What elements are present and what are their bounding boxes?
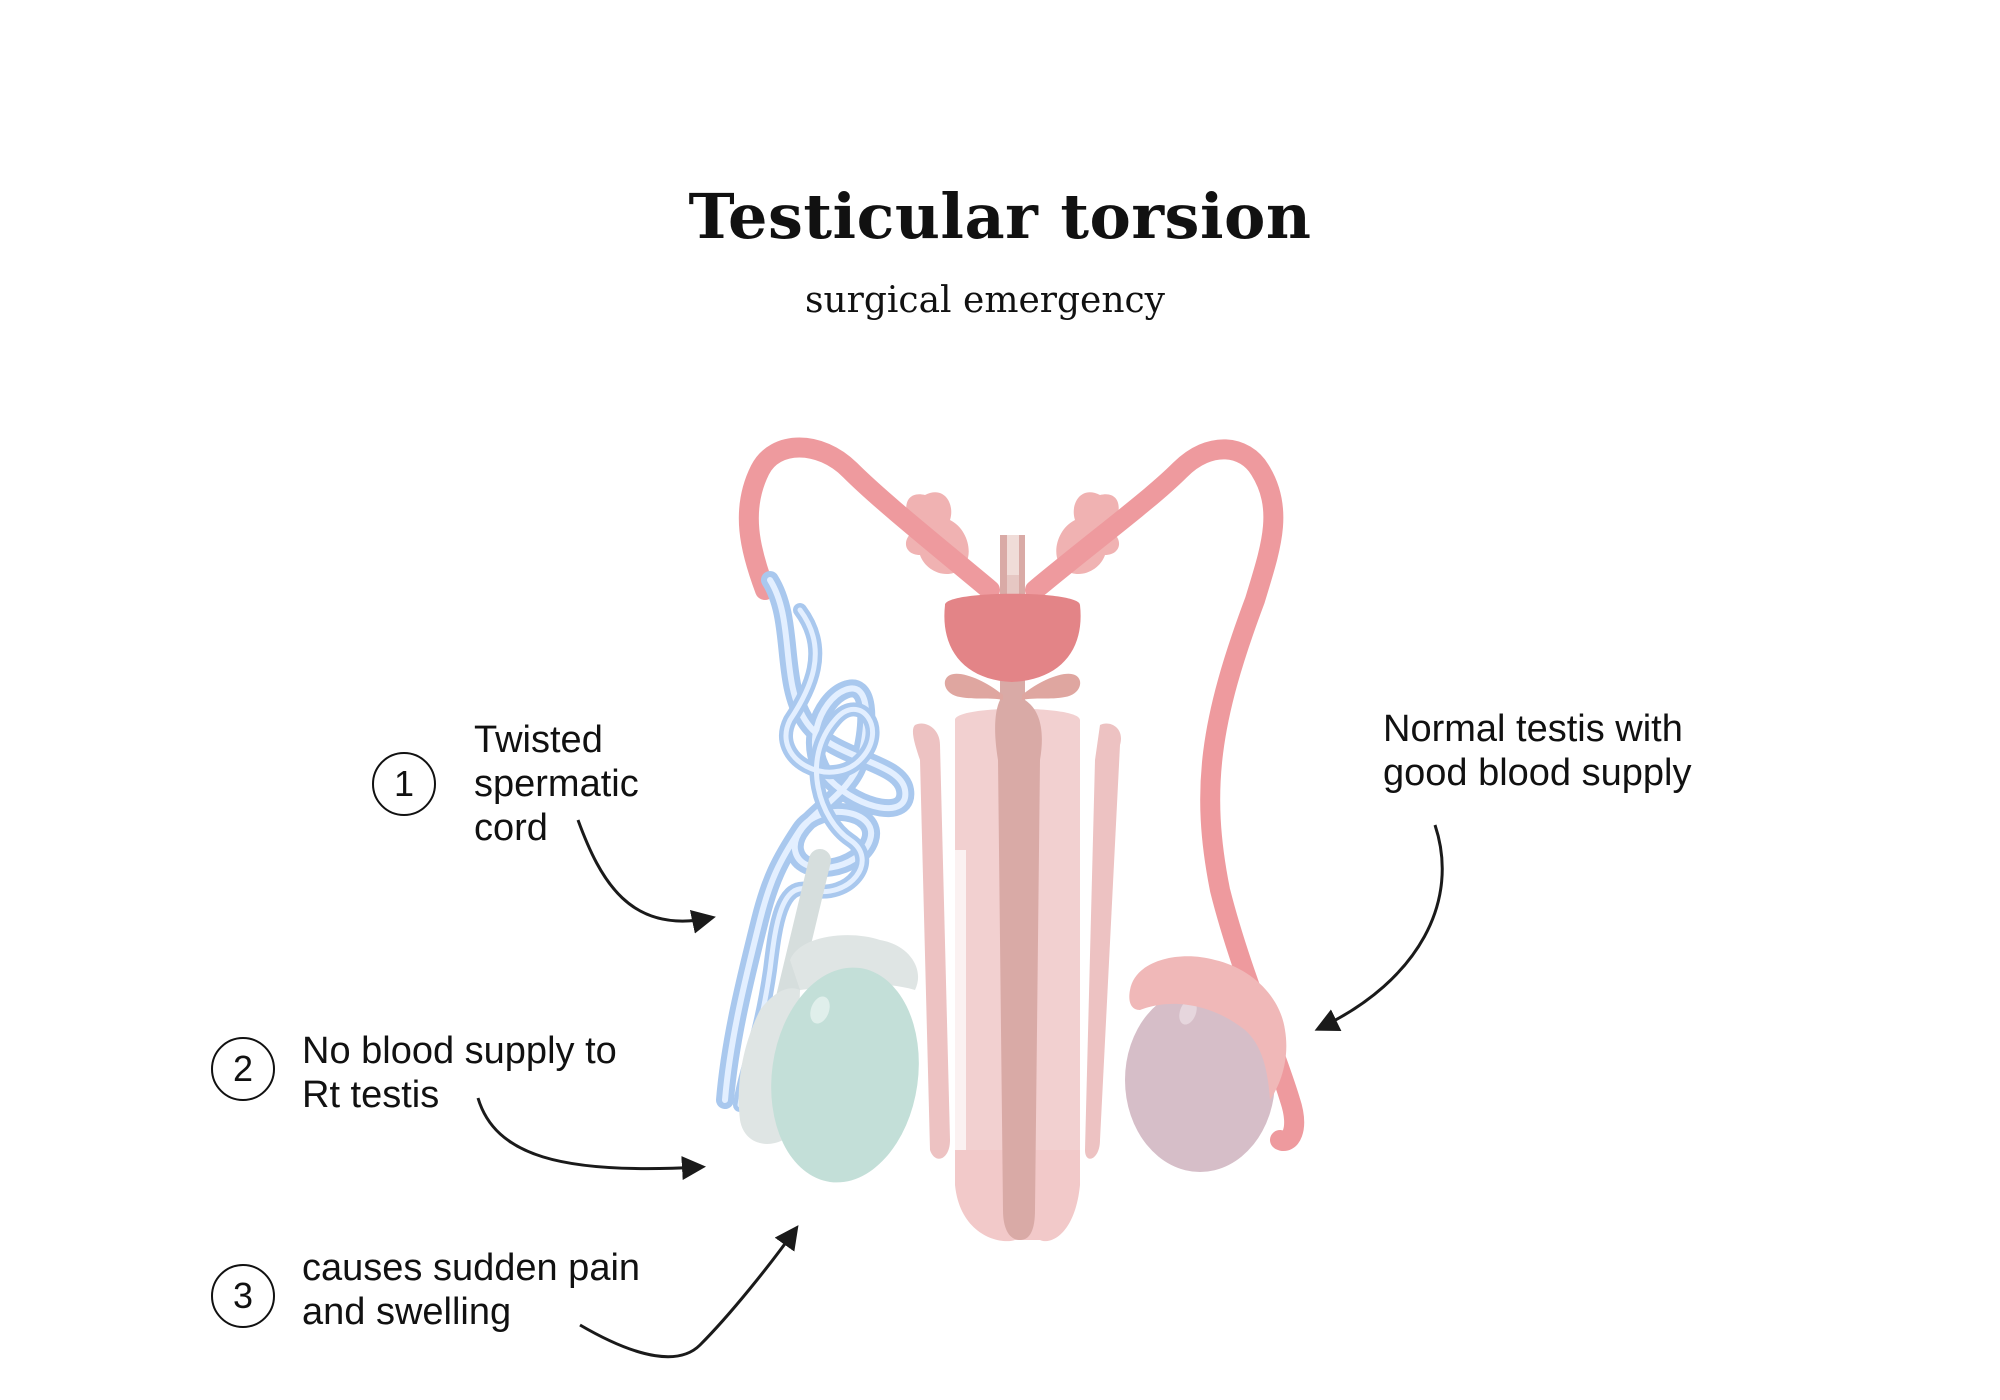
callout-line: and swelling bbox=[302, 1291, 512, 1333]
prostate bbox=[944, 593, 1081, 682]
normal-testis bbox=[1125, 956, 1287, 1172]
arrow-twisted-cord bbox=[576, 819, 716, 934]
arrow-no-blood-supply bbox=[476, 1097, 706, 1181]
callout-line: Normal testis with bbox=[1383, 708, 1683, 750]
bulbourethral-glands bbox=[944, 673, 1081, 700]
callout-line: causes sudden pain bbox=[302, 1247, 641, 1289]
arrow-sudden-pain bbox=[579, 1225, 799, 1359]
callout-line: No blood supply to bbox=[302, 1030, 617, 1072]
page-subtitle: surgical emergency bbox=[805, 280, 1165, 321]
torsed-testis bbox=[738, 935, 919, 1183]
arrow-icon bbox=[476, 819, 1444, 1359]
callout-label-sudden-pain: causes sudden pain and swelling bbox=[302, 1246, 640, 1334]
normal-testis-label: Normal testis with good blood supply bbox=[1383, 707, 1691, 795]
callout-line: cord bbox=[474, 807, 548, 849]
callout-number-2: 2 bbox=[211, 1037, 275, 1101]
arrow-normal-testis bbox=[1314, 824, 1444, 1032]
callout-line: spermatic bbox=[474, 763, 639, 805]
callout-label-twisted-cord: Twisted spermatic cord bbox=[474, 718, 639, 850]
callout-line: Rt testis bbox=[302, 1074, 440, 1116]
callout-number-3: 3 bbox=[211, 1264, 275, 1328]
urethra bbox=[995, 535, 1042, 1240]
page-title: Testicular torsion bbox=[688, 180, 1312, 253]
callout-line: Twisted bbox=[474, 719, 603, 761]
callout-label-no-blood-supply: No blood supply to Rt testis bbox=[302, 1029, 617, 1117]
vas-deferens-torsed-side bbox=[738, 437, 1000, 600]
callout-line: good blood supply bbox=[1383, 752, 1692, 794]
callout-number-1: 1 bbox=[372, 752, 436, 816]
